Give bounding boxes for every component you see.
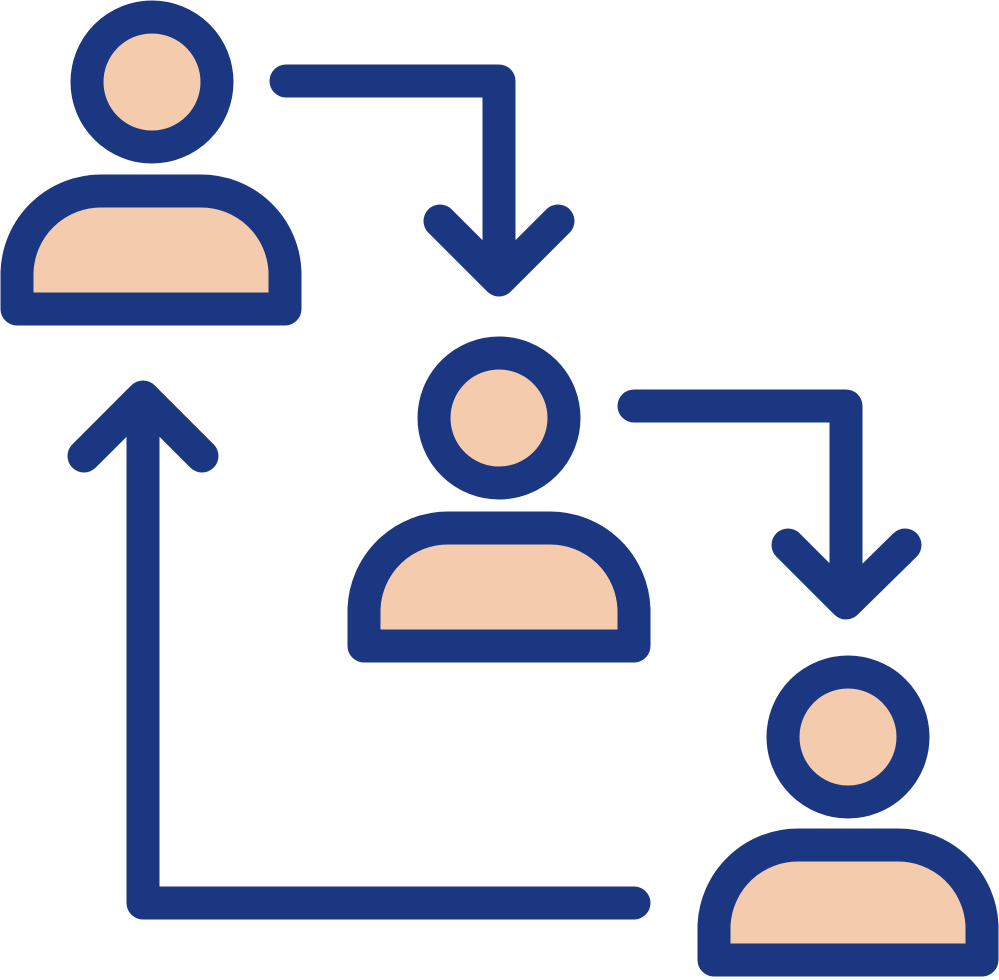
arrow-top-to-middle-head — [423, 204, 575, 297]
arrow-top-to-middle-shaft — [269, 64, 516, 287]
person-middle-head — [417, 336, 581, 500]
person-middle-icon — [347, 336, 651, 663]
person-middle-body — [347, 511, 651, 663]
arrow-top-to-middle-icon — [269, 64, 575, 297]
person-bottom-right-body — [697, 828, 999, 977]
arrow-return-to-top-icon — [67, 380, 651, 920]
arrow-return-to-top-shaft — [126, 387, 651, 920]
person-top-left-body — [0, 174, 302, 326]
arrow-middle-to-bottom-icon — [617, 389, 922, 620]
person-top-left-head — [70, 0, 234, 164]
arrow-middle-to-bottom-head — [771, 528, 922, 620]
person-bottom-right-icon — [697, 655, 999, 977]
arrow-middle-to-bottom-shaft — [617, 389, 863, 614]
arrow-return-to-top-head — [67, 380, 219, 473]
person-top-left-icon — [0, 0, 302, 326]
person-bottom-right-head — [766, 655, 930, 819]
